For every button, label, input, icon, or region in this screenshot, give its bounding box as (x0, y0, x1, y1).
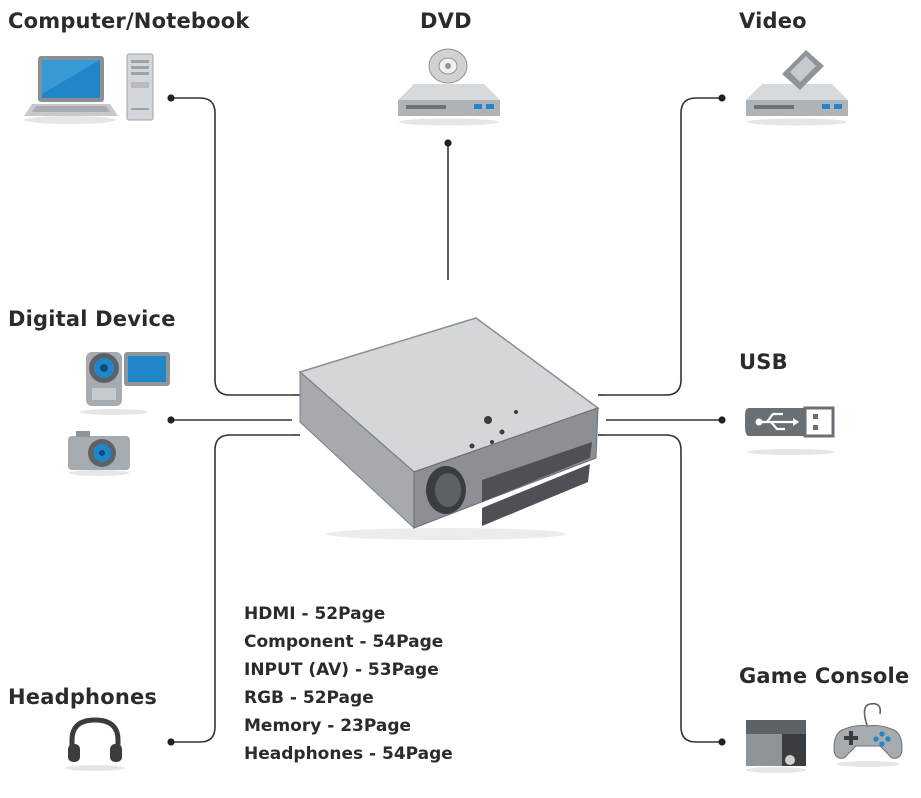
line-game (606, 434, 722, 743)
page-ref-headphones: Headphones - 54Page (244, 744, 453, 764)
label-game-console: Game Console (739, 664, 910, 688)
dot-dvd (444, 139, 452, 147)
dvd-player-icon (398, 48, 500, 126)
gamepad-icon (833, 702, 903, 767)
dot-computer (167, 94, 175, 102)
dot-game (718, 738, 726, 746)
label-video: Video (739, 9, 807, 33)
projector-icon (298, 317, 600, 540)
line-headphones (171, 434, 292, 743)
label-usb: USB (739, 350, 788, 374)
video-player-icon (746, 50, 848, 126)
page-ref-memory: Memory - 23Page (244, 716, 412, 736)
dot-usb (718, 416, 726, 424)
dot-headphones (167, 738, 175, 746)
label-computer-notebook: Computer/Notebook (8, 9, 250, 33)
headphones-icon (65, 717, 125, 771)
page-ref-hdmi: HDMI - 52Page (244, 604, 386, 624)
label-dvd: DVD (420, 9, 472, 33)
dot-video (718, 94, 726, 102)
dot-digital (167, 416, 175, 424)
label-headphones: Headphones (8, 685, 158, 709)
camera-icon (68, 431, 130, 476)
label-digital-device: Digital Device (8, 307, 176, 331)
pc-tower-icon (126, 53, 154, 121)
laptop-icon (24, 56, 118, 124)
page-ref-rgb: RGB - 52Page (244, 688, 374, 708)
page-ref-component: Component - 54Page (244, 632, 444, 652)
usb-icon (745, 406, 835, 455)
game-console-icon (746, 720, 806, 773)
line-video (606, 97, 722, 396)
line-computer (171, 97, 292, 396)
page-reference-list: HDMI - 52Page Component - 54Page INPUT (… (244, 600, 453, 768)
page-ref-input-av: INPUT (AV) - 53Page (244, 660, 439, 680)
camcorder-icon (80, 352, 170, 415)
